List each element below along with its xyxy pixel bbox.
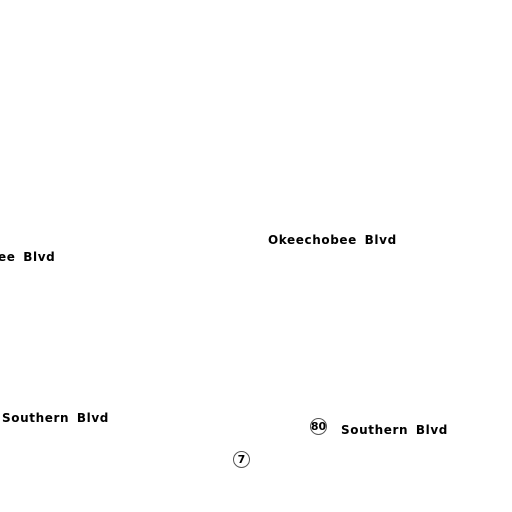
route-80-number: 80 (310, 420, 327, 433)
road-label-okeechobee-blvd-west: ee Blvd (0, 250, 56, 264)
road-label-southern-blvd-west: Southern Blvd (2, 411, 109, 425)
road-label-okeechobee-blvd-east: Okeechobee Blvd (268, 233, 397, 247)
route-7-shield-icon: 7 (233, 451, 250, 468)
road-label-southern-blvd-east: Southern Blvd (341, 423, 448, 437)
route-80-shield-icon: 80 (310, 418, 327, 435)
route-7-number: 7 (237, 453, 246, 466)
